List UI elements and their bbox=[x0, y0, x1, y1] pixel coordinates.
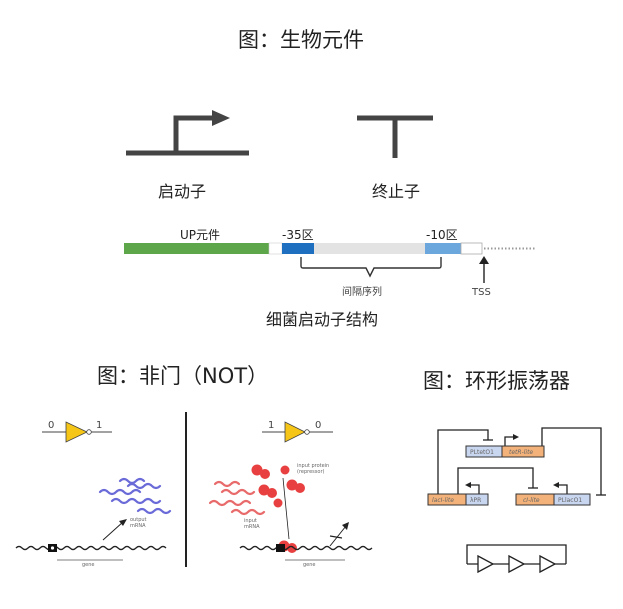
not-left-input: 0 bbox=[48, 420, 55, 431]
main-title: 图：生物元件 bbox=[238, 28, 364, 52]
not-right-input: 1 bbox=[268, 420, 275, 431]
not-left-output: 1 bbox=[96, 420, 103, 431]
promoter-arrow-head bbox=[212, 110, 230, 126]
input-mrna-label: input mRNA bbox=[244, 518, 260, 530]
input-protein-label: input protein (repressor) bbox=[297, 463, 330, 475]
output-mrna-pointer-left bbox=[102, 521, 124, 541]
tss-label: TSS bbox=[472, 287, 491, 298]
input-mrna-right bbox=[208, 480, 266, 516]
inverter-ring bbox=[466, 544, 567, 574]
output-mrna-left bbox=[98, 477, 172, 515]
gene-line-right bbox=[239, 544, 373, 561]
blocked-arrow bbox=[329, 525, 347, 547]
ring-oscillator-circuit bbox=[427, 427, 606, 506]
part-ci: cI-lite bbox=[523, 497, 540, 504]
minus10-label: -10区 bbox=[426, 228, 458, 242]
terminator-label: 终止子 bbox=[372, 182, 421, 201]
part-lambda-pr: λPR bbox=[470, 497, 482, 504]
not-gate-right bbox=[262, 421, 333, 443]
spacer-label: 间隔序列 bbox=[342, 287, 382, 298]
gene-label-right: gene bbox=[303, 562, 316, 568]
not-gate-title: 图：非门（NOT） bbox=[97, 364, 269, 388]
promoter-symbol bbox=[126, 115, 249, 156]
part-laci: lacI-lite bbox=[432, 497, 454, 504]
promoter-structure-bar bbox=[124, 242, 536, 255]
terminator-symbol bbox=[357, 115, 433, 158]
gene-line-left bbox=[15, 544, 167, 561]
gene-label-left: gene bbox=[82, 562, 95, 568]
not-gate-left bbox=[42, 421, 112, 443]
output-mrna-label: output mRNA bbox=[130, 517, 147, 529]
promoter-structure-caption: 细菌启动子结构 bbox=[266, 310, 379, 329]
repressor-proteins bbox=[251, 464, 305, 553]
up-element-label: UP元件 bbox=[180, 228, 221, 242]
not-right-output: 0 bbox=[315, 420, 322, 431]
promoter-label: 启动子 bbox=[158, 182, 207, 201]
spacer-brace bbox=[300, 257, 442, 278]
protein-pointer bbox=[282, 477, 290, 540]
part-pllac01: PLlacO1 bbox=[558, 497, 583, 504]
part-pltet01: PLtetO1 bbox=[470, 449, 494, 456]
ring-oscillator-title: 图：环形振荡器 bbox=[423, 369, 570, 393]
minus35-label: -35区 bbox=[282, 228, 314, 242]
part-tetr: tetR-lite bbox=[509, 449, 534, 456]
